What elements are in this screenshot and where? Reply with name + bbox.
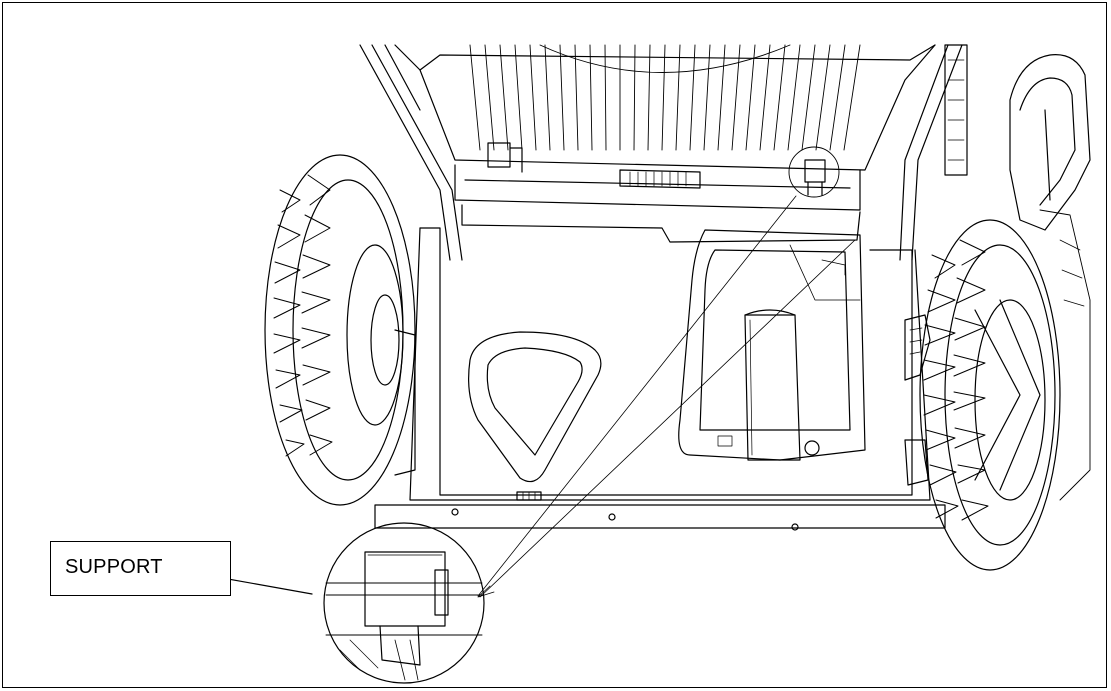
discharge-chute [678,229,866,461]
bag-grid-lines [469,44,861,151]
left-wheel-tread [273,174,333,457]
leader-line-top [477,195,797,597]
leader-line-bottom [479,239,856,598]
latch-rail [454,164,861,211]
right-wheel [919,209,1091,571]
left-support-latch [487,142,523,173]
detail-circle [323,522,485,684]
support-part-enlarged [364,551,446,627]
support-callout-label: SUPPORT [65,556,163,578]
right-handle-grip [1009,54,1091,231]
left-wheel [264,154,416,506]
height-adjust-lever [904,314,931,486]
support-detail-view [323,195,856,684]
carrying-handle [468,331,602,483]
grass-collector-bag [394,44,936,171]
detail-marker-circle [788,146,840,198]
support-callout-box: SUPPORT [50,541,231,596]
leader-arrowhead [477,585,495,598]
right-support-latch [788,146,840,198]
handle-frame [359,44,968,261]
right-wheel-tread [923,239,989,521]
